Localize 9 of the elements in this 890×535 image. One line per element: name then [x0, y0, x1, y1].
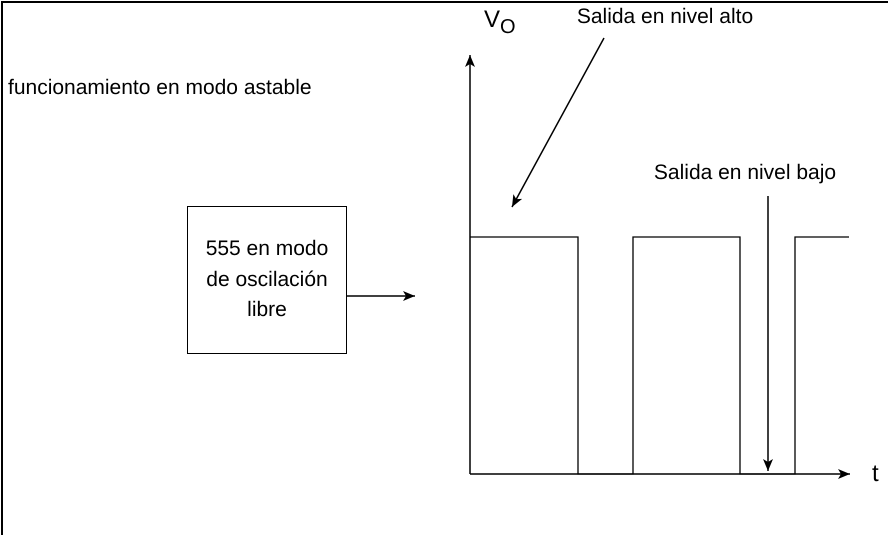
leader-line — [511, 38, 605, 208]
arrow — [347, 291, 415, 301]
note-text: funcionamiento en modo astable — [8, 76, 312, 100]
axis-label: t — [872, 460, 879, 488]
callout-text: Salida en nivel alto — [550, 2, 780, 38]
process-box: 555 en modo de oscilación libre — [187, 206, 347, 354]
callout-text: Salida en nivel bajo — [640, 158, 850, 196]
axis-label: V$_{O}$ — [484, 6, 516, 39]
leader-line — [763, 196, 773, 471]
